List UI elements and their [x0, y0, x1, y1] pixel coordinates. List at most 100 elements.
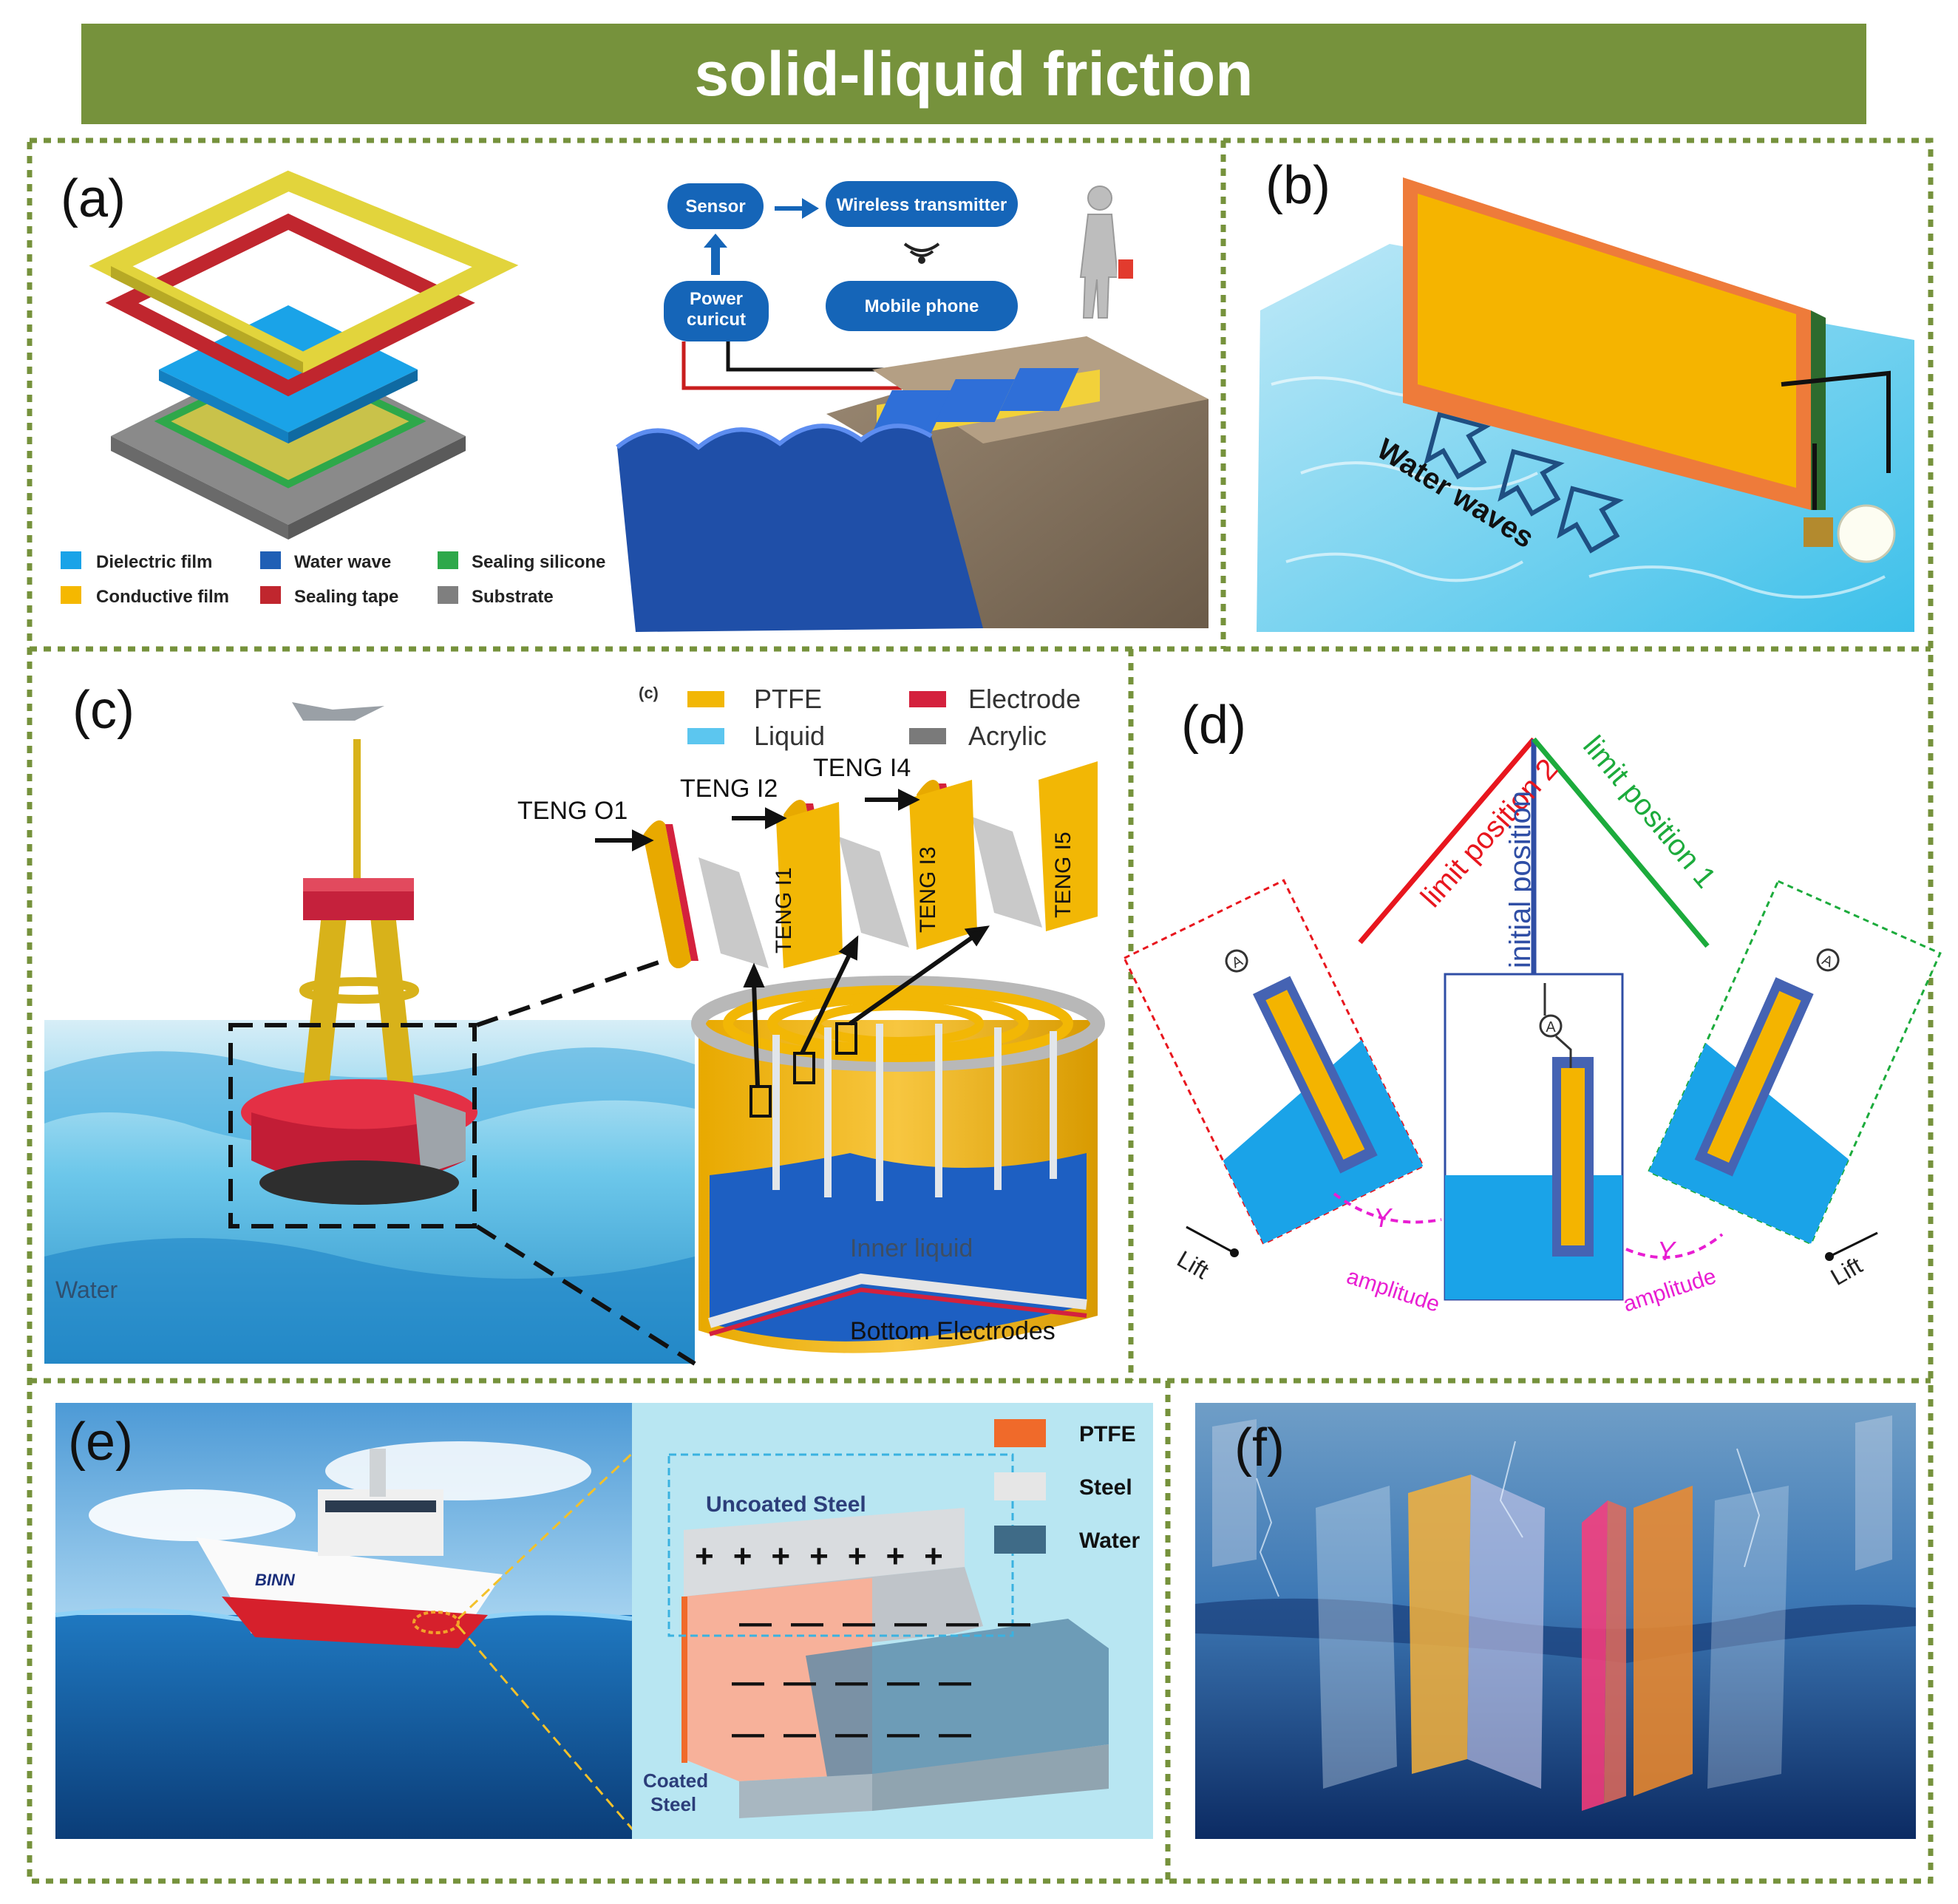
sensor-box [667, 183, 764, 229]
teng-cell [871, 390, 951, 433]
ammeter-icon [1225, 949, 1248, 973]
teng-label: TENG I2 [680, 775, 778, 803]
legend-swatch [260, 551, 281, 569]
black-wire [726, 341, 917, 372]
teng-labels: TENG O1 TENG I2 TENG I4 TENG I1 TENG I3 … [517, 754, 1075, 953]
title-bar: solid-liquid friction [81, 24, 1866, 124]
panel-a: Dielectric film Water wave Sealing silic… [61, 170, 1209, 632]
wireless-signal-icon [903, 242, 940, 264]
uncoated-steel-label: Uncoated Steel [706, 1492, 866, 1517]
sensor-label: Sensor [685, 197, 745, 217]
sea-waves [617, 426, 983, 632]
legend-c: PTFE Electrode Liquid Acrylic [687, 684, 1081, 751]
legend-label: Substrate [472, 587, 554, 607]
wind-vane-icon [292, 702, 384, 721]
ship-name: BINN [255, 1571, 296, 1589]
power-box [664, 281, 769, 341]
phone-icon [1117, 258, 1135, 280]
panel-label-b: (b) [1265, 156, 1330, 215]
inner-liquid-label: Inner liquid [850, 1234, 973, 1262]
water-label: Water [55, 1276, 118, 1303]
lightning-lines [1256, 1441, 1761, 1597]
flow-diagram: Sensor Wireless transmitter Power curicu… [664, 181, 1018, 341]
sea [55, 1615, 632, 1839]
panel-label-a: (a) [61, 169, 126, 228]
negative-charges: ————— [732, 1664, 990, 1700]
teng-label: TENG I1 [772, 867, 796, 953]
panel-label-d: (d) [1181, 696, 1246, 755]
panel-label-c: (c) [72, 681, 135, 740]
legend-label: Dielectric film [96, 552, 212, 572]
amplitude-label: amplitude [1620, 1264, 1719, 1317]
legend-label: Sealing silicone [472, 552, 605, 572]
teng-label: TENG I4 [813, 754, 911, 782]
panel-b: Water waves [1257, 177, 1914, 632]
layer-stack [89, 170, 519, 540]
panel-e: BINN Uncoated Steel +++++++ —————— —————… [55, 1403, 1153, 1839]
legend-swatch [994, 1526, 1046, 1554]
ammeter-icon [1816, 948, 1840, 972]
limit-position-2-label: limit position 2 [1415, 752, 1564, 914]
coated-steel-label-2: Steel [650, 1793, 696, 1815]
ammeter-icon [1539, 1014, 1563, 1038]
buoy [241, 702, 477, 1205]
legend-swatch [994, 1419, 1046, 1447]
arrow-right-icon [775, 198, 819, 219]
legend-swatch [61, 551, 81, 569]
arrow-up-icon [704, 234, 727, 275]
steel-block [681, 1508, 1109, 1818]
legend-swatch [438, 586, 458, 604]
wireless-box [826, 181, 1018, 227]
panel-frames [27, 137, 1934, 1884]
teng-label: TENG I5 [1051, 832, 1075, 918]
gamma-symbol: Y [1373, 1203, 1393, 1233]
ammeter-label: A [1546, 1019, 1556, 1036]
legend-swatch [909, 691, 946, 707]
legend-label: PTFE [1079, 1422, 1136, 1446]
wave-arrows [1424, 412, 1624, 554]
power-label-1: Power [690, 289, 743, 309]
zoom-box [228, 1023, 477, 1228]
legend-label: Electrode [968, 684, 1081, 714]
teng-sheets [643, 761, 1098, 968]
limit-position-1-label: limit position 1 [1577, 730, 1722, 894]
legend-swatch [687, 691, 724, 707]
ship: BINN [196, 1449, 503, 1648]
teng-cell [935, 379, 1015, 422]
panel-d: limit position 2 initial position limit … [1123, 730, 1942, 1317]
teng-label: TENG I3 [916, 846, 940, 933]
panel-f [1195, 1403, 1916, 1839]
legend-label: Liquid [754, 721, 825, 751]
positive-charges: +++++++ [695, 1538, 962, 1574]
power-label-2: curicut [687, 310, 746, 330]
figure-title: solid-liquid friction [694, 38, 1254, 109]
bottom-electrodes-label: Bottom Electrodes [850, 1317, 1056, 1345]
teng-arrows [595, 789, 990, 1087]
red-wire [681, 341, 902, 390]
legend-label: Sealing tape [294, 587, 398, 607]
coated-steel-label-1: Coated [643, 1769, 708, 1792]
mobile-label: Mobile phone [865, 296, 979, 316]
amplitude-label: amplitude [1344, 1264, 1443, 1317]
legend-swatch [687, 728, 724, 744]
legend-swatch [61, 586, 81, 604]
small-panel-label: (c) [639, 684, 659, 702]
legend-label: Steel [1079, 1475, 1132, 1500]
panel-label-f: (f) [1234, 1418, 1285, 1478]
panel-c: Water Inner liquid Bottom Electrodes [44, 684, 1105, 1366]
negative-charges: —————— [739, 1605, 1050, 1641]
gamma-symbol: Y [1657, 1236, 1677, 1266]
negative-charges: ————— [732, 1716, 990, 1752]
legend-a: Dielectric film Water wave Sealing silic… [61, 551, 605, 607]
legend-swatch [994, 1472, 1046, 1500]
wireless-label: Wireless transmitter [837, 195, 1007, 215]
legend-swatch [909, 728, 946, 744]
teng-cell [999, 368, 1079, 411]
walking-person-icon [1079, 186, 1135, 319]
mobile-box [826, 281, 1018, 331]
cylinder-cutaway [691, 976, 1105, 1353]
legend-swatch [438, 551, 458, 569]
teng-plates [1212, 1415, 1892, 1811]
teng-label: TENG O1 [517, 797, 628, 825]
legend-label: Water [1079, 1529, 1141, 1553]
